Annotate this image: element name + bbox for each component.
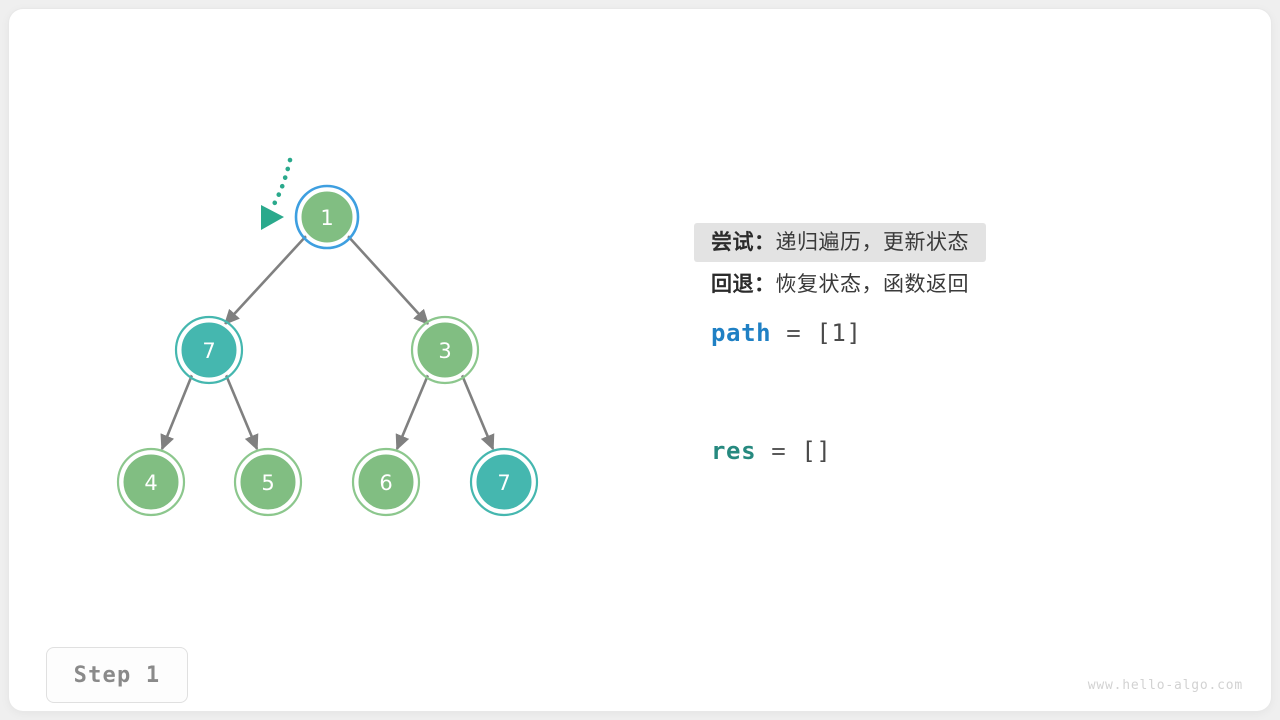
- step-badge-label: Step 1: [73, 662, 161, 688]
- node-ring-inner: [120, 451, 182, 513]
- node-value: 7: [202, 339, 215, 363]
- node-value: 3: [438, 339, 451, 363]
- node-ring-outer: [233, 447, 303, 517]
- watermark: www.hello-algo.com: [1087, 678, 1243, 693]
- node-ring-outer: [174, 315, 244, 385]
- node-ring-inner: [473, 451, 535, 513]
- tree-node-4[interactable]: 4: [116, 447, 186, 517]
- node-value: 5: [261, 471, 274, 495]
- backtrack-row: 回退：恢复状态，函数返回: [694, 265, 1234, 304]
- res-row: res = []: [694, 436, 1234, 466]
- node-value: 7: [497, 471, 510, 495]
- edge-n3-n6: [395, 374, 430, 451]
- node-ring-inner: [355, 451, 417, 513]
- try-line: 尝试：递归遍历，更新状态: [694, 223, 986, 262]
- try-label: 尝试：: [711, 230, 776, 254]
- node-ring-outer: [410, 315, 480, 385]
- node-ring-outer: [294, 184, 360, 250]
- tree-node-3[interactable]: 3: [410, 315, 480, 385]
- tree-node-2[interactable]: 7: [174, 315, 244, 385]
- backtrack-text: 恢复状态，函数返回: [775, 272, 969, 296]
- binary-tree-diagram: 1 7 3 4 5: [116, 157, 539, 517]
- path-variable: path: [711, 319, 772, 347]
- backtrack-label: 回退：: [711, 272, 776, 296]
- node-ring-outer: [351, 447, 421, 517]
- node-value: 1: [320, 206, 333, 230]
- path-value: [1]: [816, 319, 862, 347]
- edge-n2-n4: [160, 374, 194, 451]
- tree-edges: [160, 234, 495, 451]
- node-ring-inner: [178, 319, 240, 381]
- path-row: path = [1]: [694, 318, 1234, 348]
- path-equals: =: [771, 319, 817, 347]
- node-ring-inner: [237, 451, 299, 513]
- res-value: []: [801, 437, 832, 465]
- try-text: 递归遍历，更新状态: [775, 230, 969, 254]
- recursion-pointer: [261, 157, 293, 230]
- step-badge: Step 1: [46, 647, 188, 703]
- node-ring-outer: [116, 447, 186, 517]
- edge-n3-n7: [460, 374, 495, 451]
- node-ring-inner: [298, 188, 356, 246]
- edge-n1-n3: [346, 234, 430, 326]
- node-value: 4: [144, 471, 157, 495]
- res-equals: =: [756, 437, 802, 465]
- node-ring-outer: [469, 447, 539, 517]
- tree-node-5[interactable]: 5: [233, 447, 303, 517]
- content-card: 1 7 3 4 5: [9, 9, 1271, 711]
- res-variable: res: [711, 437, 757, 465]
- try-row: 尝试：递归遍历，更新状态: [694, 223, 1234, 262]
- tree-node-6[interactable]: 6: [351, 447, 421, 517]
- tree-node-7[interactable]: 7: [469, 447, 539, 517]
- state-panel: 尝试：递归遍历，更新状态 回退：恢复状态，函数返回 path = [1] res…: [694, 223, 1234, 466]
- tree-node-1[interactable]: 1: [294, 184, 360, 250]
- node-value: 6: [379, 471, 392, 495]
- node-ring-inner: [414, 319, 476, 381]
- edge-n2-n5: [224, 374, 259, 451]
- edge-n1-n2: [223, 234, 308, 326]
- backtrack-line: 回退：恢复状态，函数返回: [694, 265, 986, 304]
